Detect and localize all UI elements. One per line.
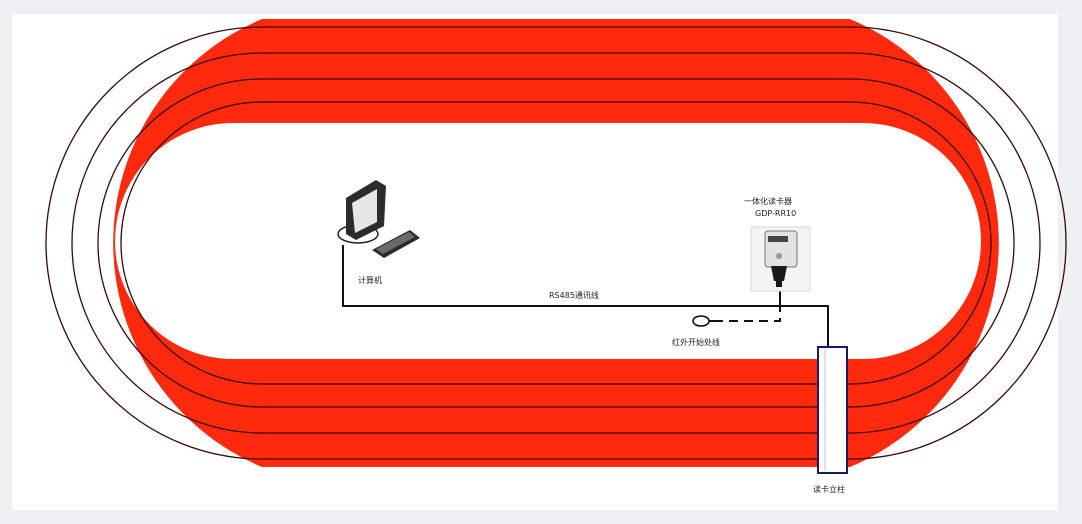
running-track <box>45 19 1067 467</box>
computer-label: 计算机 <box>358 275 382 285</box>
lane-lines <box>45 26 1067 460</box>
reader-post-icon <box>817 346 848 474</box>
rs485-cable <box>342 245 829 347</box>
reader-post-label: 读卡立柱 <box>813 484 845 494</box>
reader-model-label: GDP-RR10 <box>755 209 796 218</box>
sensor-dashed-wire <box>714 306 781 322</box>
infrared-sensor-icon <box>692 315 714 327</box>
lane-line-2 <box>71 52 1041 434</box>
sensor-label: 红外开始处线 <box>672 337 720 347</box>
lane-line-1 <box>45 26 1067 460</box>
reader-title-label: 一体化读卡器 <box>744 196 792 206</box>
track-band <box>113 19 999 467</box>
computer-monitor-keyboard-icon <box>337 180 420 258</box>
rs485-cable-label: RS485通讯线 <box>549 290 599 300</box>
lane-line-4 <box>120 101 992 385</box>
lane-line-3 <box>97 78 1015 408</box>
card-reader-device-icon <box>750 226 811 292</box>
